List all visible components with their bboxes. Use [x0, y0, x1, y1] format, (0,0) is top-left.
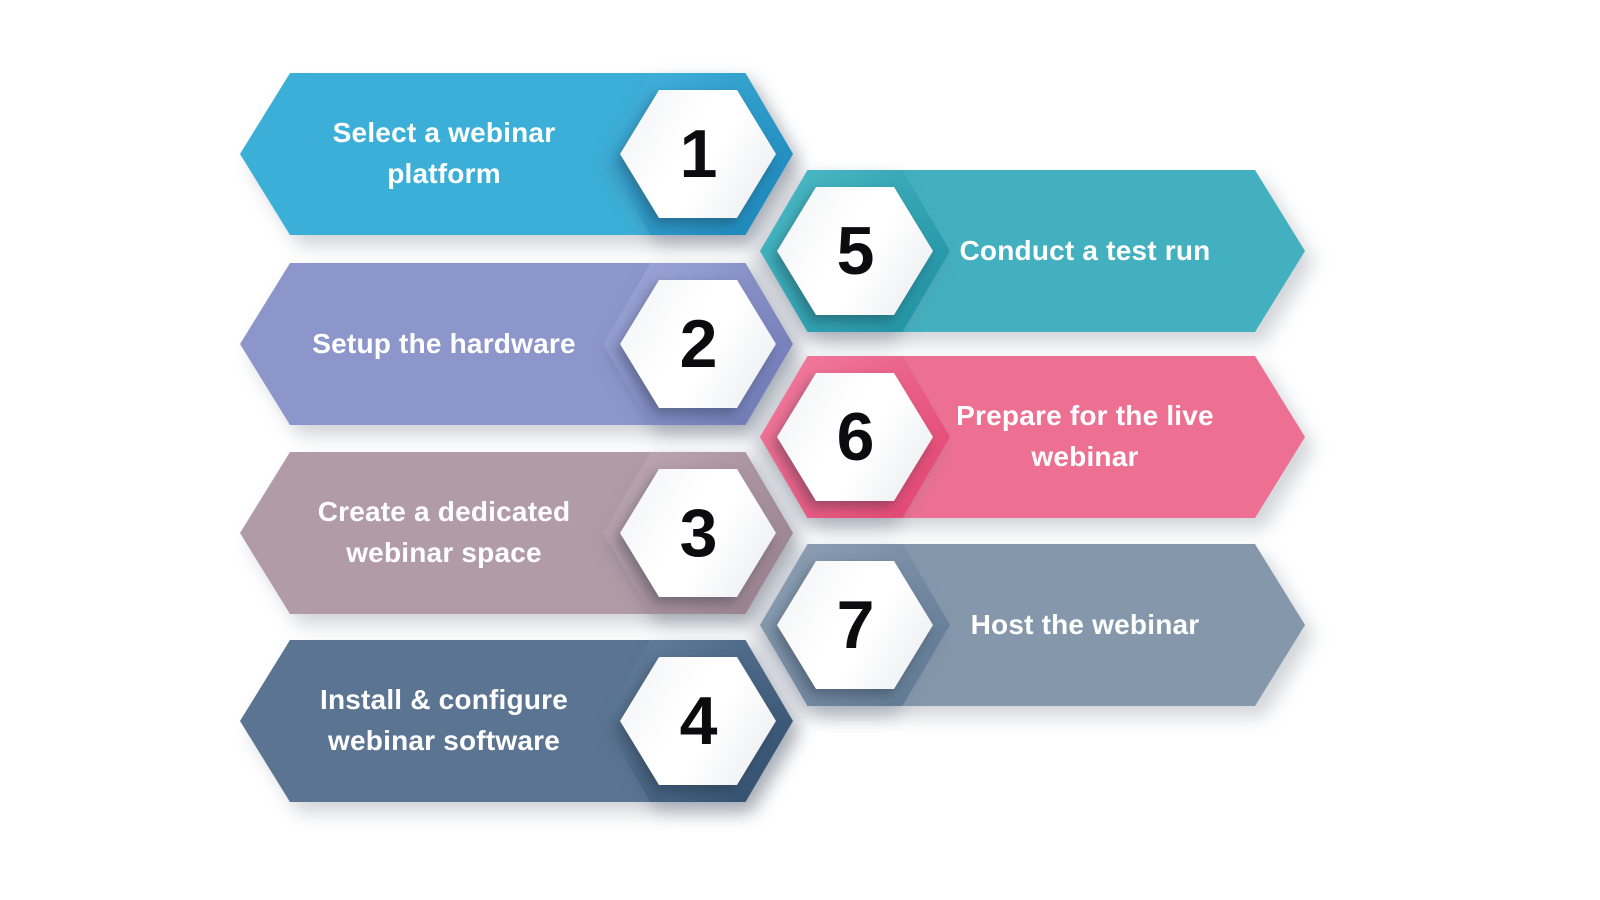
hexagon: 2	[620, 280, 776, 408]
step-2: Setup the hardware 2	[240, 263, 793, 425]
hexagon: 4	[620, 657, 776, 785]
step-1-label-line2: platform	[387, 158, 501, 189]
step-5-number: 5	[836, 213, 875, 289]
step-7-label-line1: Host the webinar	[970, 608, 1200, 640]
step-4-label-line1: Install & configure	[319, 684, 569, 716]
step-2-label-line1: Setup the hardware	[312, 327, 576, 359]
step-2-badge: 2	[603, 263, 793, 425]
step-2-number: 2	[679, 306, 718, 382]
step-3-label: Create a dedicated webinar space	[288, 452, 600, 614]
step-3: Create a dedicated webinar space 3	[240, 452, 793, 614]
hexagon: 5	[777, 187, 933, 315]
step-3-label-line1: Create a dedicated	[317, 496, 571, 528]
step-4-badge: 4	[603, 640, 793, 802]
step-3-number: 3	[679, 495, 718, 571]
step-7: Host the webinar 7	[760, 544, 1305, 706]
step-4-number: 4	[679, 683, 718, 759]
step-3-badge: 3	[603, 452, 793, 614]
hexagon: 3	[620, 469, 776, 597]
hexagon: 6	[777, 373, 933, 501]
step-5-label: Conduct a test run	[940, 170, 1230, 332]
step-2-label: Setup the hardware	[288, 263, 600, 425]
hexagon: 7	[777, 561, 933, 689]
step-6: Prepare for the live webinar 6	[760, 356, 1305, 518]
step-4-label: Install & configure webinar software	[288, 640, 600, 802]
step-7-label: Host the webinar	[940, 544, 1230, 706]
step-7-number: 7	[836, 587, 875, 663]
step-1-number: 1	[679, 116, 718, 192]
step-6-number: 6	[836, 399, 875, 475]
step-6-label-line1: Prepare for the live	[956, 400, 1214, 432]
step-1-badge: 1	[603, 73, 793, 235]
step-6-badge: 6	[760, 356, 950, 518]
step-3-label-line2: webinar space	[346, 537, 542, 568]
step-1: Select a webinar platform 1	[240, 73, 793, 235]
step-7-badge: 7	[760, 544, 950, 706]
hexagon: 1	[620, 90, 776, 218]
step-5-label-line1: Conduct a test run	[959, 234, 1211, 266]
step-6-label-line2: webinar	[1031, 441, 1139, 472]
step-6-label: Prepare for the live webinar	[940, 356, 1230, 518]
step-4-label-line2: webinar software	[328, 725, 560, 756]
step-1-label-line1: Select a webinar	[332, 117, 556, 149]
step-1-label: Select a webinar platform	[288, 73, 600, 235]
step-5: Conduct a test run 5	[760, 170, 1305, 332]
step-5-badge: 5	[760, 170, 950, 332]
step-4: Install & configure webinar software 4	[240, 640, 793, 802]
